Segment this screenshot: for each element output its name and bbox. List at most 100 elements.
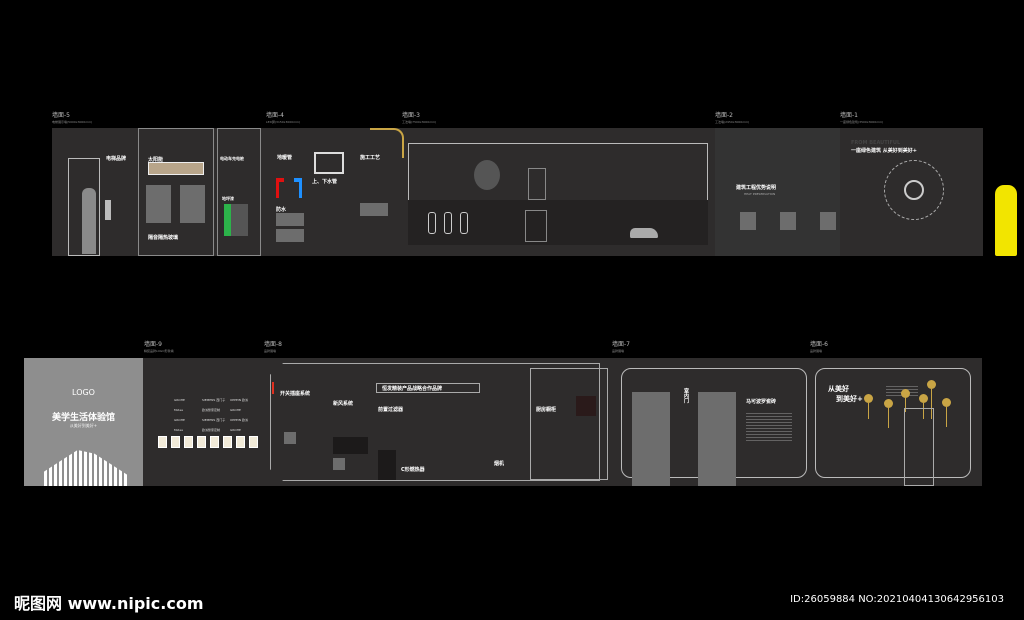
parking-floor-graphic: [224, 204, 248, 236]
gold-marker-icon: [864, 394, 873, 403]
door-sample: [632, 392, 670, 486]
slogan-line-1: 从美好: [828, 385, 849, 393]
product-card: [223, 436, 232, 448]
gold-marker-icon: [901, 389, 910, 398]
hall-title: 美学生活体验馆: [51, 413, 115, 423]
city-skyline-graphic: [44, 450, 128, 486]
placeholder-image: [276, 229, 304, 242]
brand-logo: OPPEIN 欧派: [230, 418, 248, 422]
waterproof-title: 防水: [276, 207, 287, 213]
elevator-title: 电梯品牌: [106, 156, 127, 162]
kitchen-frame: [530, 368, 608, 480]
advantage-title: 建筑工程优势说明: [736, 185, 777, 191]
placeholder-image: [146, 185, 171, 223]
elevator-graphic: [525, 210, 547, 242]
placeholder-image: [284, 432, 296, 444]
pipes-title: 上、下水管: [312, 179, 338, 185]
heater-title: C形燃热器: [401, 467, 425, 473]
display-case-outline: [904, 408, 934, 486]
green-english-title: FROM BEAUTIFUL: [851, 140, 901, 146]
brand-logo: SIEMENS 西门子: [202, 418, 226, 422]
product-cards: [158, 436, 258, 448]
brand-logo: SIEMENS 西门子: [202, 398, 226, 402]
glass-title: 隔音隔热玻璃: [148, 235, 179, 241]
watermark-id: ID:26059884 NO:20210404130642956103: [790, 594, 1004, 605]
brand-logo: Midea: [174, 408, 184, 412]
process-title: 施工工艺: [360, 155, 381, 161]
solar-title: 太阳能: [148, 157, 164, 163]
gold-marker-icon: [927, 380, 936, 389]
circle-diagram: [884, 160, 944, 220]
solar-panel-board: [138, 128, 214, 256]
red-accent-bar: [272, 382, 274, 394]
wall-6-frame: [815, 368, 971, 478]
hall-slogan: 从美好到美好+: [69, 423, 98, 428]
wall-2-panel: [715, 128, 840, 256]
tile-spec-table: [746, 413, 792, 443]
oval-graphic: [474, 160, 500, 190]
product-card: [197, 436, 206, 448]
product-image: [576, 396, 596, 416]
elevator-button-panel: [105, 200, 111, 220]
hood-title: 烟机: [494, 461, 505, 467]
product-card: [184, 436, 193, 448]
slogan-line-2: 到美好+: [836, 395, 863, 403]
door-title: 室内门: [683, 388, 689, 403]
charger-title: 电动车充电桩: [220, 156, 244, 161]
parking-car-icon: [460, 212, 468, 234]
brand-logo: GROHE: [230, 408, 241, 412]
brand-logo: GROHE: [174, 398, 185, 402]
door-sample: [698, 392, 736, 486]
gold-line-decoration: [370, 128, 404, 158]
heating-pipe-icon: [314, 152, 344, 174]
car-silhouette: [630, 228, 658, 238]
floor-title: 地坪漆: [222, 196, 234, 201]
brand-logo: 欧派整家定制: [202, 408, 221, 412]
brand-logo: Midea: [174, 428, 184, 432]
gold-marker-icon: [884, 399, 893, 408]
elevator-door: [68, 158, 100, 256]
placeholder-image: [180, 185, 205, 223]
hot-pipe-icon: [276, 178, 284, 198]
product-card: [249, 436, 258, 448]
brand-logo: OPPEIN 欧派: [230, 398, 248, 402]
product-card: [210, 436, 219, 448]
switch-title: 开关插座系统: [280, 391, 311, 397]
heating-title: 地暖管: [277, 155, 293, 161]
fresh-air-title: 新风系统: [333, 401, 354, 407]
gold-marker-icon: [942, 398, 951, 407]
product-card: [158, 436, 167, 448]
cold-pipe-icon: [294, 178, 302, 198]
brand-logo: GROHE: [230, 428, 241, 432]
advantage-subtitle: HEAT PRESERVATION: [744, 192, 776, 196]
brand-logo: GROHE: [174, 418, 185, 422]
parking-car-icon: [428, 212, 436, 234]
brand-logo-grid: GROHE SIEMENS 西门子 OPPEIN 欧派 Midea 欧派整家定制 GROH…: [174, 398, 254, 432]
door-graphic: [528, 168, 546, 200]
placeholder-image: [333, 458, 345, 470]
wall-8-frame: [270, 363, 600, 481]
basement-section: [408, 200, 708, 245]
scale-person-figure: [995, 185, 1017, 256]
green-title: 一座绿色建筑 从美好到美好+: [851, 148, 917, 154]
product-image: [378, 450, 396, 480]
product-image: [333, 437, 368, 454]
top-wall-elevation: 电梯品牌 太阳能 隔音隔热玻璃 电动车充电桩 地坪漆 地暖管 上、下水管 防水 …: [52, 128, 983, 256]
partner-title: 恒发精装产品战略合作品牌: [382, 386, 443, 392]
logo-text: LOGO: [72, 388, 95, 397]
product-card: [171, 436, 180, 448]
cabinet-title: 厨房橱柜: [536, 407, 557, 413]
placeholder-image: [360, 203, 388, 216]
person-silhouette: [82, 188, 96, 254]
placeholder-image: [820, 212, 836, 230]
solar-image: [148, 162, 204, 175]
charger-board: [217, 128, 261, 256]
